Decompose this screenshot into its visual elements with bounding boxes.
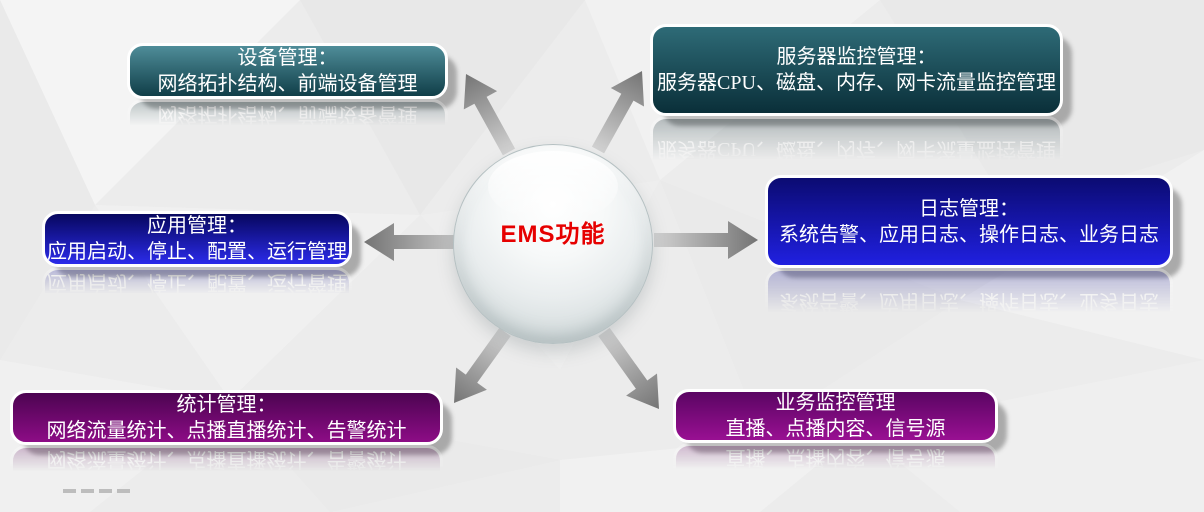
box-detail: 网络拓扑结构、前端设备管理 [157,73,418,95]
dash-marks [63,489,130,493]
sphere-gloss-highlight [487,150,619,223]
box-detail: 应用启动、停止、配置、运行管理 [47,241,347,263]
sphere-label-wrap: EMS功能 [454,145,652,343]
ems-core-sphere: EMS功能 [453,144,653,344]
node-app-management: 应用管理： 应用启动、停止、配置、运行管理 应用管理：应用启动、停止、配置、运行… [42,211,361,323]
node-business-monitoring: 业务监控管理 直播、点播内容、信号源 业务监控管理直播、点播内容、信号源 [673,389,1007,497]
node-log-management: 日志管理： 系统告警、应用日志、操作日志、业务日志 日志管理：系统告警、应用日志… [765,175,1182,361]
box-detail: 直播、点播内容、信号源 [725,418,946,440]
box-detail: 服务器CPU、磁盘、内存、网卡流量监控管理 [657,72,1056,94]
box-title: 日志管理： [919,197,1019,220]
node-device-management: 设备管理： 网络拓扑结构、前端设备管理 设备管理：网络拓扑结构、前端设备管理 [127,43,457,155]
box-detail: 网络流量统计、点播直播统计、告警统计 [46,419,407,442]
box-title: 业务监控管理 [775,392,896,414]
box-title: 设备管理： [237,47,338,69]
node-server-monitoring: 服务器监控管理： 服务器CPU、磁盘、内存、网卡流量监控管理 服务器监控管理：服… [650,24,1072,208]
box-title: 应用管理： [147,215,247,237]
box-detail: 系统告警、应用日志、操作日志、业务日志 [779,223,1159,246]
node-stats-management: 统计管理： 网络流量统计、点播直播统计、告警统计 统计管理：网络流量统计、点播直… [10,390,452,500]
box-title: 统计管理： [176,393,277,416]
box-title: 服务器监控管理： [776,46,937,68]
center-label: EMS功能 [500,220,606,248]
